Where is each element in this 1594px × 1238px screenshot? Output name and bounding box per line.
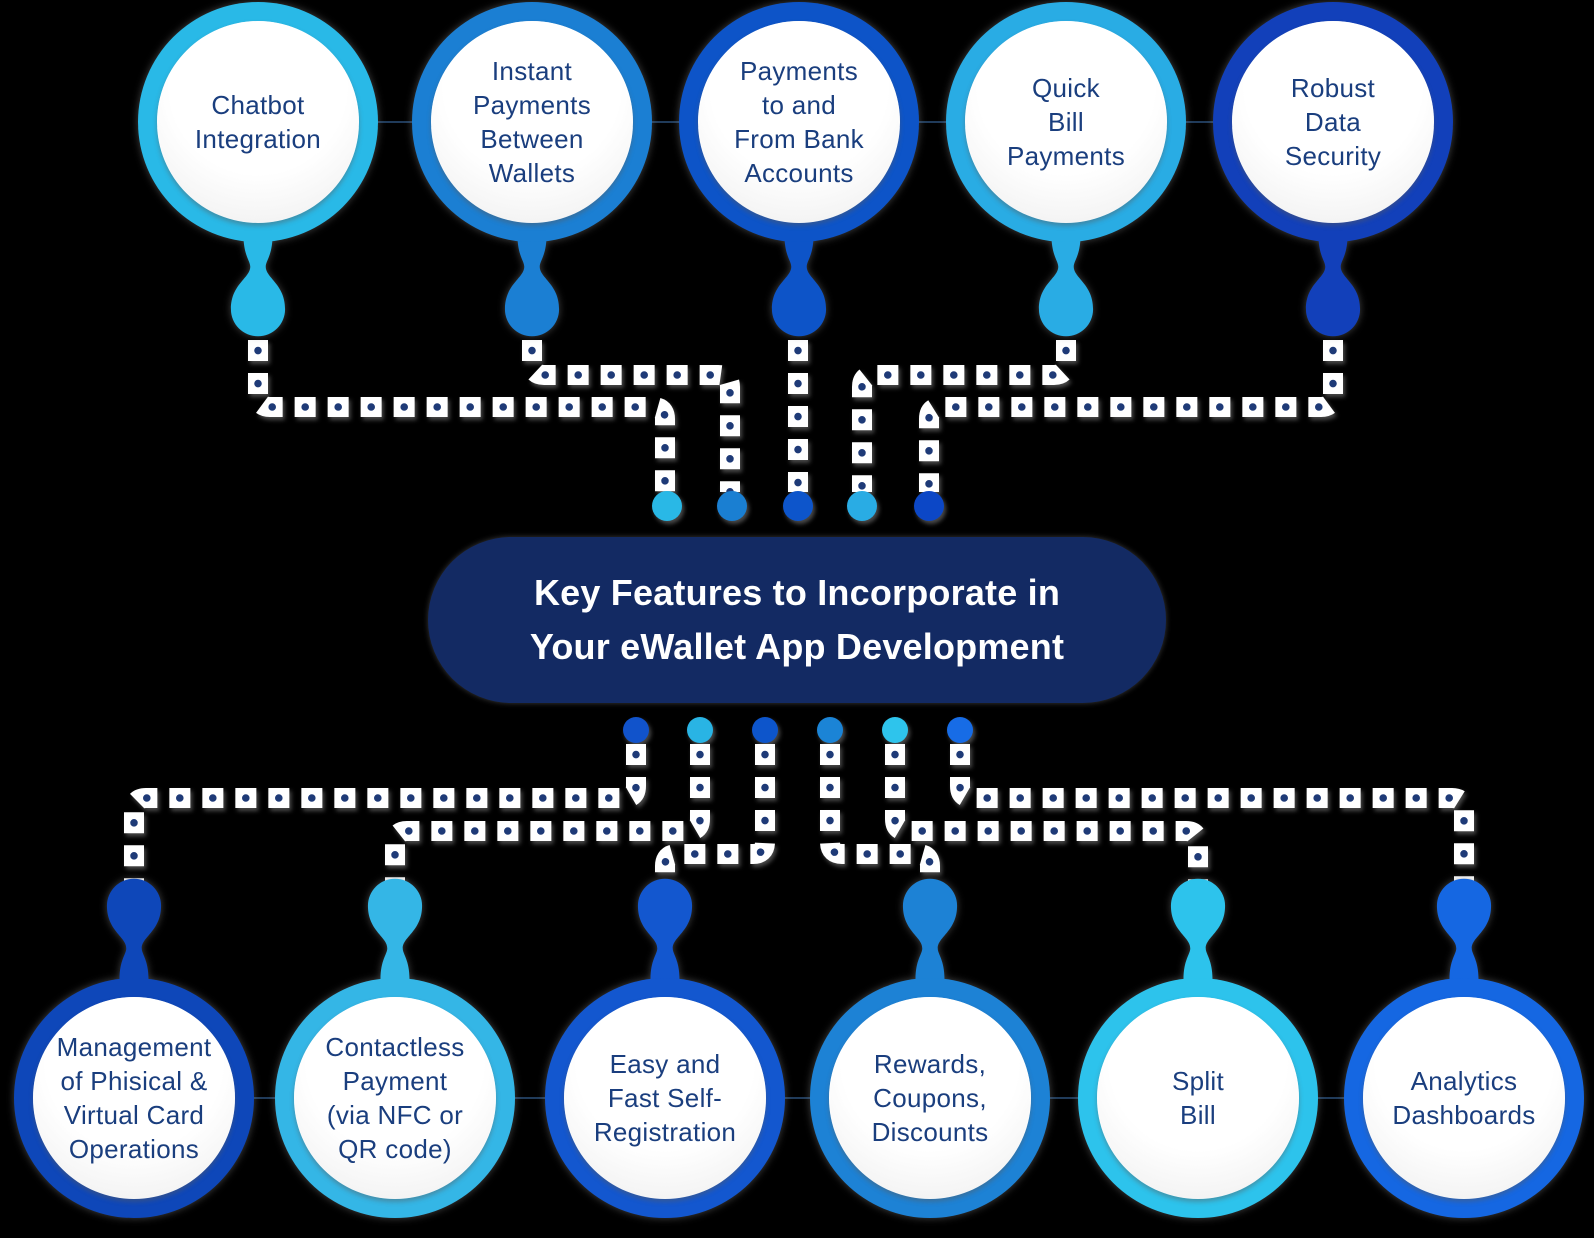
node-ring: Analytics Dashboards [1344, 978, 1584, 1218]
teardrop-stem-icon [902, 878, 958, 980]
endpoint-dot-instant-payments [717, 491, 747, 521]
connector-analytics [960, 744, 1464, 884]
feature-node-chatbot-integration: Chatbot Integration [138, 2, 378, 337]
node-circle: Robust Data Security [1232, 21, 1434, 223]
node-ring: Payments to and From Bank Accounts [679, 2, 919, 242]
teardrop-stem-icon [230, 235, 286, 337]
feature-node-analytics-dashboards: Analytics Dashboards [1344, 878, 1584, 1218]
node-label: Rewards, Coupons, Discounts [871, 1049, 989, 1147]
node-circle: Quick Bill Payments [965, 21, 1167, 223]
teardrop-stem-icon [771, 235, 827, 337]
teardrop-stem-icon [367, 878, 423, 980]
connector-self-registration [665, 744, 765, 884]
endpoint-dot-card-operations [623, 717, 649, 743]
feature-node-instant-payments: Instant Payments Between Wallets [412, 2, 652, 337]
node-label: Payments to and From Bank Accounts [734, 56, 864, 188]
connector-contactless [395, 744, 700, 884]
feature-node-bank-payments: Payments to and From Bank Accounts [679, 2, 919, 337]
connector-data-security [929, 340, 1333, 492]
node-label: Easy and Fast Self- Registration [593, 1049, 737, 1147]
teardrop-stem-icon [1305, 235, 1361, 337]
node-ring: Rewards, Coupons, Discounts [810, 978, 1050, 1218]
node-circle: Analytics Dashboards [1363, 997, 1565, 1199]
node-ring: Contactless Payment (via NFC or QR code) [275, 978, 515, 1218]
node-label: Management of Phisical & Virtual Card Op… [56, 1032, 212, 1164]
node-circle: Easy and Fast Self- Registration [564, 997, 766, 1199]
title-line-1: Key Features to Incorporate in [533, 572, 1061, 613]
endpoint-dot-bank-payments [783, 491, 813, 521]
feature-node-card-operations: Management of Phisical & Virtual Card Op… [14, 878, 254, 1218]
teardrop-stem-icon [504, 235, 560, 337]
endpoint-dot-rewards [817, 717, 843, 743]
node-label: Analytics Dashboards [1392, 1066, 1536, 1130]
feature-node-quick-bill: Quick Bill Payments [946, 2, 1186, 337]
teardrop-stem-icon [106, 878, 162, 980]
feature-node-self-registration: Easy and Fast Self- Registration [545, 878, 785, 1218]
node-circle: Split Bill [1097, 997, 1299, 1199]
node-circle: Chatbot Integration [157, 21, 359, 223]
connector-rewards [830, 744, 930, 884]
teardrop-stem-icon [637, 878, 693, 980]
node-ring: Quick Bill Payments [946, 2, 1186, 242]
endpoint-dot-chatbot [652, 491, 682, 521]
node-circle: Management of Phisical & Virtual Card Op… [33, 997, 235, 1199]
feature-node-split-bill: Split Bill [1078, 878, 1318, 1218]
feature-node-rewards: Rewards, Coupons, Discounts [810, 878, 1050, 1218]
endpoint-dot-analytics [947, 717, 973, 743]
node-label: Chatbot Integration [194, 90, 322, 154]
teardrop-stem-icon [1436, 878, 1492, 980]
node-ring: Robust Data Security [1213, 2, 1453, 242]
bottom-row-guide-line [15, 1097, 1580, 1099]
feature-node-data-security: Robust Data Security [1213, 2, 1453, 337]
node-ring: Split Bill [1078, 978, 1318, 1218]
node-label: Split Bill [1171, 1066, 1225, 1130]
node-ring: Easy and Fast Self- Registration [545, 978, 785, 1218]
endpoint-dot-split-bill [882, 717, 908, 743]
connector-split-bill [895, 744, 1198, 884]
node-ring: Management of Phisical & Virtual Card Op… [14, 978, 254, 1218]
node-circle: Rewards, Coupons, Discounts [829, 997, 1031, 1199]
node-circle: Contactless Payment (via NFC or QR code) [294, 997, 496, 1199]
endpoint-dot-self-registration [752, 717, 778, 743]
endpoint-dot-data-security [914, 491, 944, 521]
node-circle: Instant Payments Between Wallets [431, 21, 633, 223]
node-ring: Chatbot Integration [138, 2, 378, 242]
feature-node-contactless-payment: Contactless Payment (via NFC or QR code) [275, 878, 515, 1218]
node-circle: Payments to and From Bank Accounts [698, 21, 900, 223]
teardrop-stem-icon [1038, 235, 1094, 337]
node-label: Quick Bill Payments [1006, 73, 1125, 171]
endpoint-dot-contactless [687, 717, 713, 743]
teardrop-stem-icon [1170, 878, 1226, 980]
endpoint-dot-quick-bill [847, 491, 877, 521]
connector-chatbot [258, 340, 665, 492]
node-label: Robust Data Security [1284, 73, 1382, 171]
node-label: Contactless Payment (via NFC or QR code) [325, 1032, 465, 1164]
node-ring: Instant Payments Between Wallets [412, 2, 652, 242]
node-label: Instant Payments Between Wallets [472, 56, 591, 188]
title-line-2: Your eWallet App Development [529, 626, 1065, 667]
center-title-box: Key Features to Incorporate in Your eWal… [428, 537, 1166, 703]
